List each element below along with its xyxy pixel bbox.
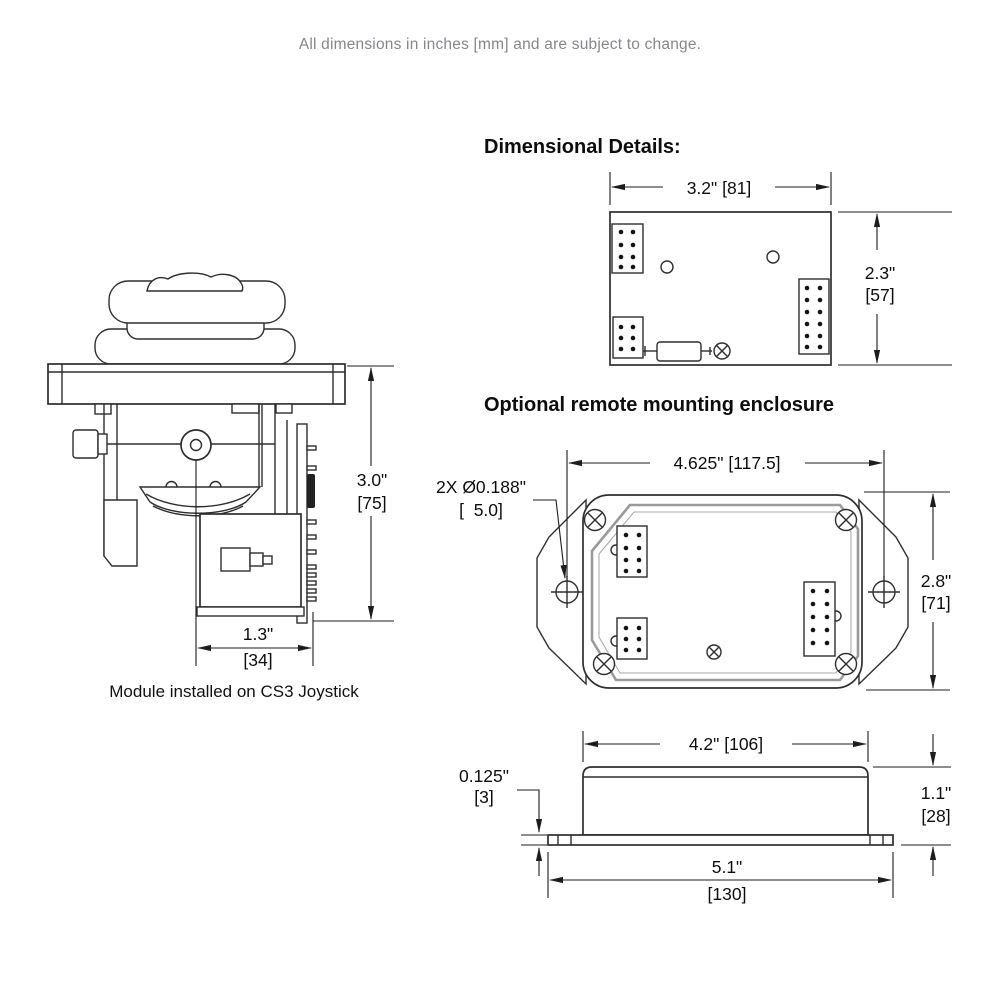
plate-tab (94, 403, 112, 415)
dim-pcb-height-in: 2.3" (865, 263, 896, 283)
dim-base-width-mm: [130] (708, 884, 747, 904)
hole-diameter-callout: 2X Ø0.188" [ 5.0] (436, 477, 567, 579)
dimensional-details-title: Dimensional Details: (484, 136, 681, 158)
hole-callout-line1: 2X Ø0.188" (436, 477, 526, 497)
pcb-hole (766, 250, 780, 264)
enclosure-side-view: 4.2" [106] 0.125" [3] 1.1" [28] (459, 731, 951, 904)
dim-pcb-height: 2.3" [57] (838, 211, 952, 366)
dim-lid-width-label: 4.2" [106] (689, 734, 763, 754)
boot-cap (146, 272, 244, 292)
plate-tab (231, 403, 260, 414)
body-foot (103, 499, 138, 567)
mounting-plate (47, 363, 346, 405)
dim-module-depth-in: 1.3" (243, 624, 274, 644)
dim-joystick-height-in: 3.0" (357, 470, 388, 490)
joystick-drawing: 3.0" [75] 1.3" [34] (47, 272, 394, 670)
pcb-top-view: 3.2" [81] 2.3" [57] (609, 172, 952, 366)
mounting-hole-right (868, 576, 900, 608)
dim-flange-in: 0.125" (459, 766, 509, 786)
enclosure-connector-10pin (803, 581, 842, 657)
pivot-center (189, 438, 203, 452)
dim-enclosure-height-mm: [71] (921, 593, 950, 613)
dim-module-depth-mm: [34] (243, 650, 272, 670)
dim-base-width: 5.1" [130] (547, 852, 894, 904)
module-box-base (196, 606, 305, 617)
mounting-hole-left (551, 576, 583, 608)
left-connector-lip (97, 433, 108, 455)
plate-tab (275, 403, 293, 414)
resistor-component (643, 341, 712, 362)
module-pins (306, 445, 317, 602)
dim-enclosure-width: 4.625" [117.5] (566, 450, 885, 577)
center-screw (706, 644, 722, 660)
enclosure-title: Optional remote mounting enclosure (484, 394, 835, 416)
enclosure-top-view: 4.625" [117.5] 2X Ø0.188" [ 5.0] 2.8" [7… (436, 450, 952, 691)
hole-callout-line2: [ 5.0] (459, 500, 503, 520)
enclosure-connector-8pin (610, 525, 648, 578)
dim-joystick-height-mm: [75] (357, 493, 386, 513)
pcb-board (609, 211, 832, 366)
dim-enclosure-width-label: 4.625" [117.5] (673, 453, 780, 473)
dim-base-width-in: 5.1" (712, 857, 743, 877)
plug-symbol (249, 552, 264, 567)
dim-flange-thickness: 0.125" [3] (459, 766, 547, 876)
dim-enclosure-height-in: 2.8" (921, 571, 952, 591)
dim-side-height: 1.1" [28] (873, 734, 951, 876)
dim-joystick-height: 3.0" [75] (313, 365, 394, 622)
enclosure-connector-6pin (610, 617, 648, 660)
pcb-hole (660, 260, 674, 274)
plug-symbol (220, 547, 251, 572)
dim-lid-width: 4.2" [106] (582, 731, 869, 762)
dim-side-height-mm: [28] (921, 806, 950, 826)
dim-flange-mm: [3] (474, 787, 493, 807)
dimensions-note: All dimensions in inches [mm] and are su… (298, 36, 702, 53)
dim-pcb-height-mm: [57] (865, 285, 894, 305)
pcb-connector-8pin (611, 223, 644, 274)
pcb-screw (713, 342, 731, 360)
dim-module-depth: 1.3" [34] (197, 612, 314, 670)
pcb-connector-12pin (798, 278, 830, 355)
dim-pcb-width-label: 3.2" [81] (687, 178, 752, 198)
dim-pcb-width: 3.2" [81] (609, 172, 832, 205)
enclosure-lid (582, 766, 869, 836)
module-side-connector (307, 474, 315, 508)
left-connector-block (72, 429, 99, 459)
corner-screws (583, 508, 858, 676)
plug-symbol (262, 555, 273, 565)
enclosure-flange (547, 834, 894, 846)
joystick-caption: Module installed on CS3 Joystick (109, 682, 359, 701)
dim-side-height-in: 1.1" (921, 783, 952, 803)
pcb-connector-6pin (612, 316, 644, 359)
dim-enclosure-height: 2.8" [71] (864, 491, 952, 691)
